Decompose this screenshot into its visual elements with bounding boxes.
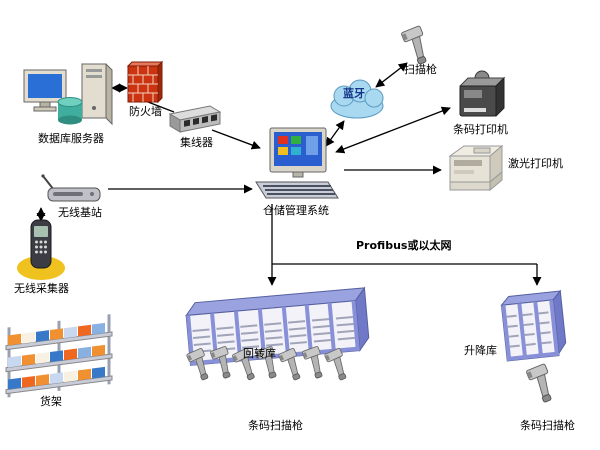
scanner-gun-label: 扫描枪 bbox=[404, 63, 437, 76]
barcode-scanners-label: 条码扫描枪 bbox=[248, 419, 303, 432]
database-server-label: 数据库服务器 bbox=[38, 132, 104, 145]
hub-label: 集线器 bbox=[180, 136, 213, 149]
firewall-icon bbox=[126, 60, 164, 104]
scanner-gun-icon bbox=[404, 26, 430, 66]
laser-printer-icon bbox=[444, 136, 510, 194]
firewall-label: 防火墙 bbox=[129, 105, 162, 118]
wms-label: 仓储管理系统 bbox=[263, 204, 329, 217]
barcode-scanner-right-label: 条码扫描枪 bbox=[520, 419, 575, 432]
lift-warehouse-icon bbox=[500, 284, 568, 372]
shelf-label: 货架 bbox=[40, 395, 62, 408]
laser-printer-label: 激光打印机 bbox=[508, 157, 563, 170]
barcode-printer-icon bbox=[452, 68, 510, 122]
bus-label: Profibus或以太网 bbox=[356, 239, 452, 252]
database-server-icon bbox=[22, 58, 117, 136]
shelf-icon bbox=[2, 304, 132, 398]
barcode-printer-label: 条码打印机 bbox=[453, 123, 508, 136]
lift-warehouse-label: 升降库 bbox=[464, 344, 497, 357]
hub-icon bbox=[164, 104, 224, 136]
bluetooth-cloud-icon bbox=[326, 78, 388, 122]
wms-computer-icon bbox=[254, 127, 342, 204]
wireless-collector-icon bbox=[14, 218, 66, 282]
carousel-warehouse-label: 回转库 bbox=[243, 347, 276, 360]
wireless-base-icon bbox=[40, 174, 106, 208]
bluetooth-label: 蓝牙 bbox=[343, 87, 365, 100]
barcode-scanner-right-icon bbox=[530, 364, 554, 404]
wireless-base-label: 无线基站 bbox=[58, 206, 102, 219]
wireless-collector-label: 无线采集器 bbox=[14, 282, 69, 295]
